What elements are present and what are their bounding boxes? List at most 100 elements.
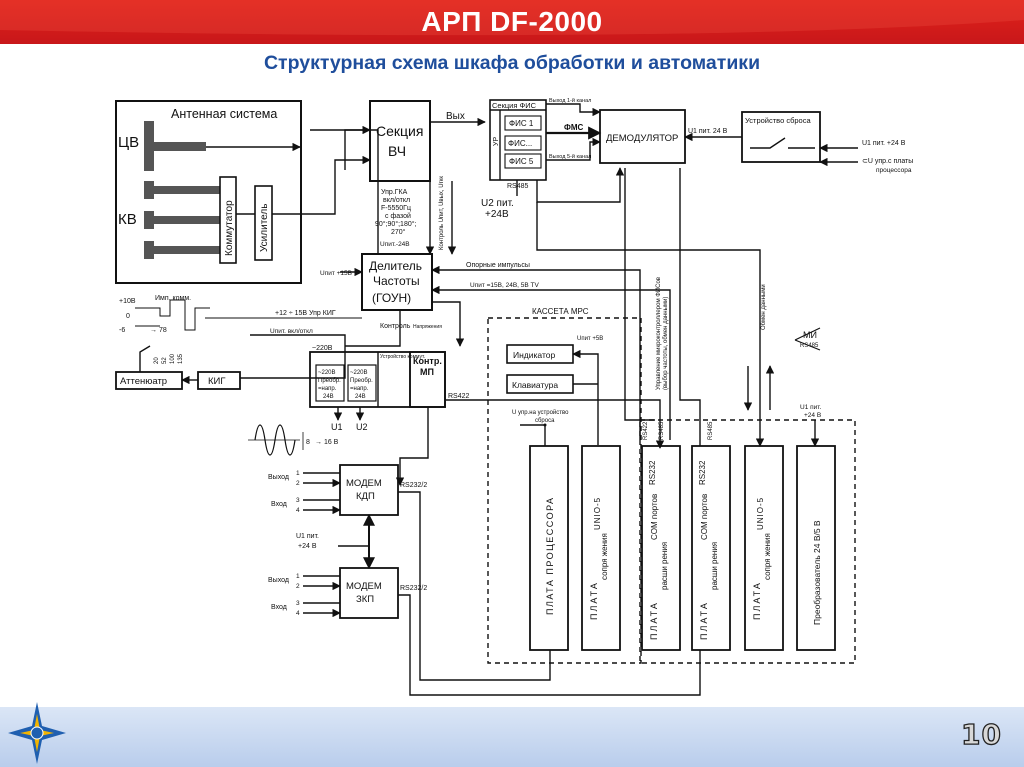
antenna-title: Антенная система (171, 107, 277, 121)
svg-text:Uпит +15В: Uпит +15В (320, 270, 352, 277)
svg-text:UNIO-5: UNIO-5 (593, 497, 602, 530)
svg-text:U упр.на устройство: U упр.на устройство (512, 409, 569, 416)
svg-text:УР: УР (493, 137, 500, 146)
svg-text:Устройство коммут.: Устройство коммут. (380, 353, 425, 360)
svg-text:4: 4 (296, 610, 300, 617)
svg-text:~220В: ~220В (350, 370, 368, 376)
footer-bar (0, 707, 1024, 767)
power-converter-2 (347, 364, 377, 402)
svg-text:=напр.: =напр. (318, 386, 337, 392)
svg-text:ПЛАТА: ПЛАТА (752, 581, 762, 620)
page-title: АРП DF-2000 (421, 6, 603, 37)
svg-text:~220В: ~220В (318, 370, 336, 376)
fis-header: Секция ФИС (492, 101, 537, 110)
svg-text:24В: 24В (355, 394, 366, 400)
svg-text:расши рения: расши рения (660, 542, 669, 590)
svg-text:UNIO-5: UNIO-5 (756, 497, 765, 530)
svg-text:ПЛАТА: ПЛАТА (649, 601, 659, 640)
svg-text:Имп. комм.: Имп. комм. (155, 295, 191, 302)
svg-text:ФИС 1: ФИС 1 (509, 119, 534, 128)
svg-text:1: 1 (296, 573, 300, 580)
svg-text:3: 3 (296, 600, 300, 607)
svg-text:COM портов: COM портов (700, 494, 709, 540)
power-converter-1 (315, 364, 345, 402)
cassette-mrs-frame (487, 317, 642, 664)
svg-text:1: 1 (296, 470, 300, 477)
page-number: 10 (960, 717, 1002, 751)
svg-text:с фазой: с фазой (385, 212, 411, 220)
rf-section-line1: Секция (376, 123, 423, 139)
svg-text:ПЛАТА ПРОЦЕССОРА: ПЛАТА ПРОЦЕССОРА (545, 496, 555, 615)
svg-text:+24 В: +24 В (298, 543, 317, 550)
svg-text:=напр.: =напр. (350, 386, 369, 392)
modem-kdp-line1: МОДЕМ (346, 478, 382, 489)
attenuator-label: Аттенюатр (120, 376, 167, 387)
svg-text:COM портов: COM портов (650, 494, 659, 540)
svg-text:⊂U упр.с платы: ⊂U упр.с платы (862, 158, 913, 165)
svg-text:Вход: Вход (271, 501, 287, 508)
svg-text:Преобр.: Преобр. (350, 378, 373, 384)
svg-text:4: 4 (296, 507, 300, 514)
svg-text:135: 135 (178, 353, 184, 364)
divider-line2: Частоты (373, 274, 420, 288)
header-bar: АРП DF-2000 (0, 0, 1024, 44)
demodulator-label: ДЕМОДУЛЯТОР (606, 133, 678, 144)
commutator-box (219, 176, 237, 264)
svg-text:Uпит. вкл/откл: Uпит. вкл/откл (270, 328, 313, 335)
svg-text:сброса: сброса (535, 418, 555, 424)
svg-text:U1 пит.: U1 пит. (296, 533, 319, 540)
svg-text:ПЛАТА: ПЛАТА (699, 601, 709, 640)
svg-text:процессора: процессора (876, 167, 912, 174)
svg-text:~220В: ~220В (312, 345, 333, 352)
svg-text:Uпит =15В, 24В, 5В ТV: Uпит =15В, 24В, 5В ТV (470, 282, 540, 289)
svg-text:сопря жения: сопря жения (600, 533, 609, 580)
frequency-divider-box (361, 253, 433, 311)
kv-antenna-2 (154, 216, 220, 224)
svg-text:ПЛАТА: ПЛАТА (589, 581, 599, 620)
page-subtitle: Структурная схема шкафа обработки и авто… (263, 52, 761, 74)
commutator-label: Коммутатор (224, 200, 235, 256)
modem-kdp-box (339, 464, 399, 516)
svg-text:+10В: +10В (119, 298, 136, 305)
svg-text:RS232/2: RS232/2 (400, 585, 427, 592)
svg-text:24В: 24В (323, 394, 334, 400)
svg-text:U1 пит.: U1 пит. (800, 404, 822, 411)
svg-text:0: 0 (126, 313, 130, 320)
divider-line3: (ГОУН) (372, 291, 411, 305)
svg-text:ФИС 5: ФИС 5 (509, 157, 534, 166)
svg-text:расши рения: расши рения (710, 542, 719, 590)
svg-text:Преобразователь 24 В/5 В: Преобразователь 24 В/5 В (812, 520, 822, 625)
reset-device-box (741, 111, 821, 163)
board-processor (529, 445, 569, 651)
modem-zkp-line1: МОДЕМ (346, 581, 382, 592)
svg-text:Выход 5-й канал: Выход 5-й канал (549, 153, 591, 160)
svg-text:3: 3 (296, 497, 300, 504)
svg-text:-6: -6 (119, 327, 125, 334)
svg-text:Обмен данными: Обмен данными (761, 284, 767, 330)
cv-label: ЦВ (118, 134, 139, 151)
svg-text:ФИС...: ФИС... (508, 139, 532, 148)
svg-text:Напряжения: Напряжения (413, 324, 442, 330)
rf-output-label: Вых (446, 111, 465, 122)
modem-kdp-line2: КДП (356, 491, 375, 502)
amplifier-box (254, 185, 273, 261)
svg-text:+24В: +24В (485, 209, 509, 220)
svg-text:МП: МП (420, 367, 434, 377)
svg-text:52: 52 (162, 357, 168, 364)
svg-text:RS422: RS422 (643, 421, 649, 440)
svg-text:Вход: Вход (271, 604, 287, 611)
keyboard-label: Клавиатура (512, 380, 558, 390)
modem-zkp-line2: ЗКП (356, 594, 374, 605)
reset-device-label: Устройство сброса (745, 116, 811, 125)
indicator-label: Индикатор (513, 350, 555, 360)
svg-text:F-5550Гц: F-5550Гц (381, 205, 411, 212)
svg-text:(выбор частоты, обмен данными): (выбор частоты, обмен данными) (663, 297, 669, 390)
kig-label: КИГ (208, 376, 226, 387)
cassette-mrs-frame-right (639, 419, 856, 664)
fms-label: ФМС (564, 123, 583, 132)
svg-text:Упр.ГКА: Упр.ГКА (381, 189, 408, 196)
svg-text:RS485: RS485 (800, 343, 819, 349)
cassette-title: КАССЕТА МРС (532, 307, 589, 316)
svg-text:Управление микроконтроллером Ф: Управление микроконтроллером ФИСов (656, 277, 662, 390)
svg-text:RS485: RS485 (659, 421, 665, 440)
